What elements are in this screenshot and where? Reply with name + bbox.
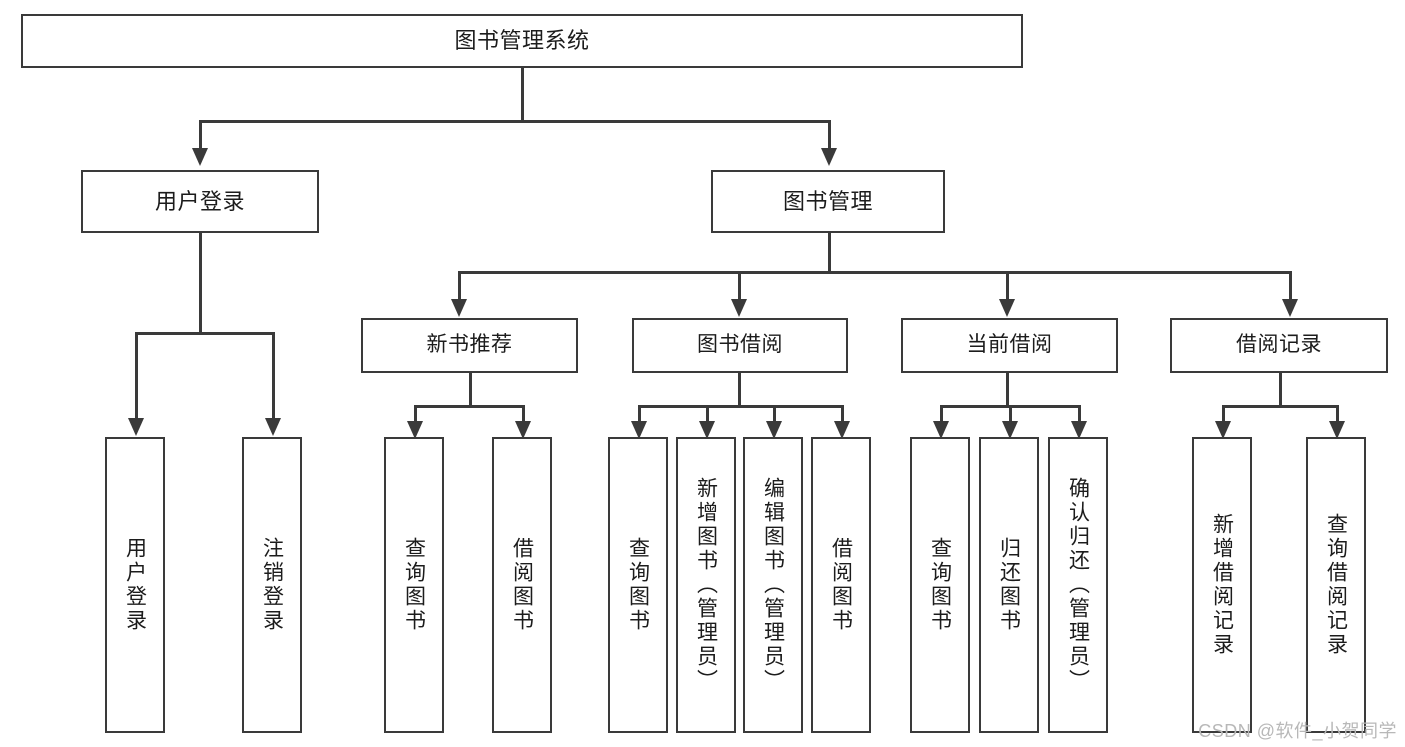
leaf-current-borrow-0[interactable]: 查询图书	[910, 437, 970, 733]
edge-borrow-record-stem	[1279, 373, 1282, 407]
edge-user-login-bus	[135, 332, 273, 335]
node-label: 借阅记录	[1236, 333, 1322, 357]
node-label: 用户登录	[154, 188, 245, 214]
edge-new-book-stem	[469, 373, 472, 407]
edge-level2-bus	[458, 271, 1291, 274]
edge-drop-leaf-new-book-0	[414, 405, 417, 423]
edge-drop-leaf-book-borrow-2	[773, 405, 776, 423]
leaf-current-borrow-1[interactable]: 归还图书	[979, 437, 1039, 733]
arrowhead-leaf-new-book-0	[407, 421, 423, 439]
arrowhead-leaf-book-borrow-2	[766, 421, 782, 439]
edge-drop-leaf-book-borrow-3	[841, 405, 844, 423]
node-label: 查询图书	[928, 537, 952, 633]
edge-drop-leaf-borrow-record-1	[1336, 405, 1339, 423]
node-label: 借阅图书	[510, 537, 534, 633]
leaf-book-borrow-1[interactable]: 新增图书（管理员）	[676, 437, 736, 733]
leaf-new-book-1[interactable]: 借阅图书	[492, 437, 552, 733]
edge-new-book-bus	[414, 405, 524, 408]
node-label: 确认归还（管理员）	[1066, 477, 1090, 693]
node-label: 当前借阅	[966, 333, 1053, 357]
edge-drop-leaf-book-borrow-0	[638, 405, 641, 423]
leaf-book-borrow-3[interactable]: 借阅图书	[811, 437, 871, 733]
node-label: 新增图书（管理员）	[694, 477, 718, 693]
edge-drop-leaf-borrow-record-0	[1222, 405, 1225, 423]
arrowhead-borrow-record	[1282, 299, 1298, 317]
arrowhead-leaf-user-login-1	[265, 418, 281, 436]
edge-drop-current-borrow	[1006, 271, 1009, 301]
edge-root-stem	[521, 68, 524, 122]
edge-drop-leaf-user-login-1	[272, 332, 275, 420]
arrowhead-book-borrow	[731, 299, 747, 317]
arrowhead-leaf-new-book-1	[515, 421, 531, 439]
leaf-borrow-record-1[interactable]: 查询借阅记录	[1306, 437, 1366, 733]
edge-book-borrow-stem	[738, 373, 741, 407]
node-label: 用户登录	[123, 537, 147, 633]
edge-current-borrow-stem	[1006, 373, 1009, 407]
arrowhead-book-manage	[821, 148, 837, 166]
edge-drop-leaf-user-login-0	[135, 332, 138, 420]
edge-drop-leaf-book-borrow-1	[706, 405, 709, 423]
arrowhead-new-book	[451, 299, 467, 317]
edge-drop-leaf-current-borrow-1	[1009, 405, 1012, 423]
edge-drop-new-book	[458, 271, 461, 301]
node-label: 图书管理系统	[454, 28, 590, 54]
arrowhead-leaf-borrow-record-1	[1329, 421, 1345, 439]
arrowhead-leaf-current-borrow-1	[1002, 421, 1018, 439]
arrowhead-leaf-current-borrow-0	[933, 421, 949, 439]
node-label: 图书借阅	[697, 333, 783, 357]
leaf-book-borrow-0[interactable]: 查询图书	[608, 437, 668, 733]
arrowhead-leaf-borrow-record-0	[1215, 421, 1231, 439]
arrowhead-leaf-user-login-0	[128, 418, 144, 436]
node-user-login[interactable]: 用户登录	[81, 170, 319, 233]
edge-book-borrow-bus	[638, 405, 842, 408]
arrowhead-leaf-book-borrow-0	[631, 421, 647, 439]
edge-drop-borrow-record	[1289, 271, 1292, 301]
arrowhead-current-borrow	[999, 299, 1015, 317]
edge-drop-leaf-current-borrow-2	[1078, 405, 1081, 423]
edge-user-login-stem	[199, 233, 202, 334]
node-label: 借阅图书	[829, 537, 853, 633]
node-book-manage[interactable]: 图书管理	[711, 170, 945, 233]
arrowhead-leaf-book-borrow-3	[834, 421, 850, 439]
arrowhead-leaf-book-borrow-1	[699, 421, 715, 439]
node-new-book-recommend[interactable]: 新书推荐	[361, 318, 578, 373]
edge-book-manage-stem	[828, 233, 831, 272]
edge-level1-bus	[199, 120, 829, 123]
edge-drop-book-borrow	[738, 271, 741, 301]
leaf-current-borrow-2[interactable]: 确认归还（管理员）	[1048, 437, 1108, 733]
node-book-borrow[interactable]: 图书借阅	[632, 318, 848, 373]
leaf-new-book-0[interactable]: 查询图书	[384, 437, 444, 733]
node-label: 查询图书	[626, 537, 650, 633]
node-label: 图书管理	[782, 188, 873, 214]
node-label: 查询图书	[402, 537, 426, 633]
edge-drop-book-manage	[828, 120, 831, 150]
leaf-user-login-1[interactable]: 注销登录	[242, 437, 302, 733]
edge-drop-leaf-current-borrow-0	[940, 405, 943, 423]
leaf-borrow-record-0[interactable]: 新增借阅记录	[1192, 437, 1252, 733]
arrowhead-user-login	[192, 148, 208, 166]
node-root-system[interactable]: 图书管理系统	[21, 14, 1023, 68]
edge-drop-leaf-new-book-1	[522, 405, 525, 423]
node-current-borrow[interactable]: 当前借阅	[901, 318, 1118, 373]
node-borrow-record[interactable]: 借阅记录	[1170, 318, 1388, 373]
edge-borrow-record-bus	[1222, 405, 1338, 408]
edge-drop-user-login	[199, 120, 202, 150]
node-label: 查询借阅记录	[1324, 513, 1348, 657]
node-label: 新书推荐	[426, 333, 513, 357]
leaf-user-login-0[interactable]: 用户登录	[105, 437, 165, 733]
node-label: 归还图书	[997, 537, 1021, 633]
leaf-book-borrow-2[interactable]: 编辑图书（管理员）	[743, 437, 803, 733]
arrowhead-leaf-current-borrow-2	[1071, 421, 1087, 439]
node-label: 新增借阅记录	[1210, 513, 1234, 657]
node-label: 注销登录	[260, 537, 284, 633]
node-label: 编辑图书（管理员）	[761, 477, 785, 693]
